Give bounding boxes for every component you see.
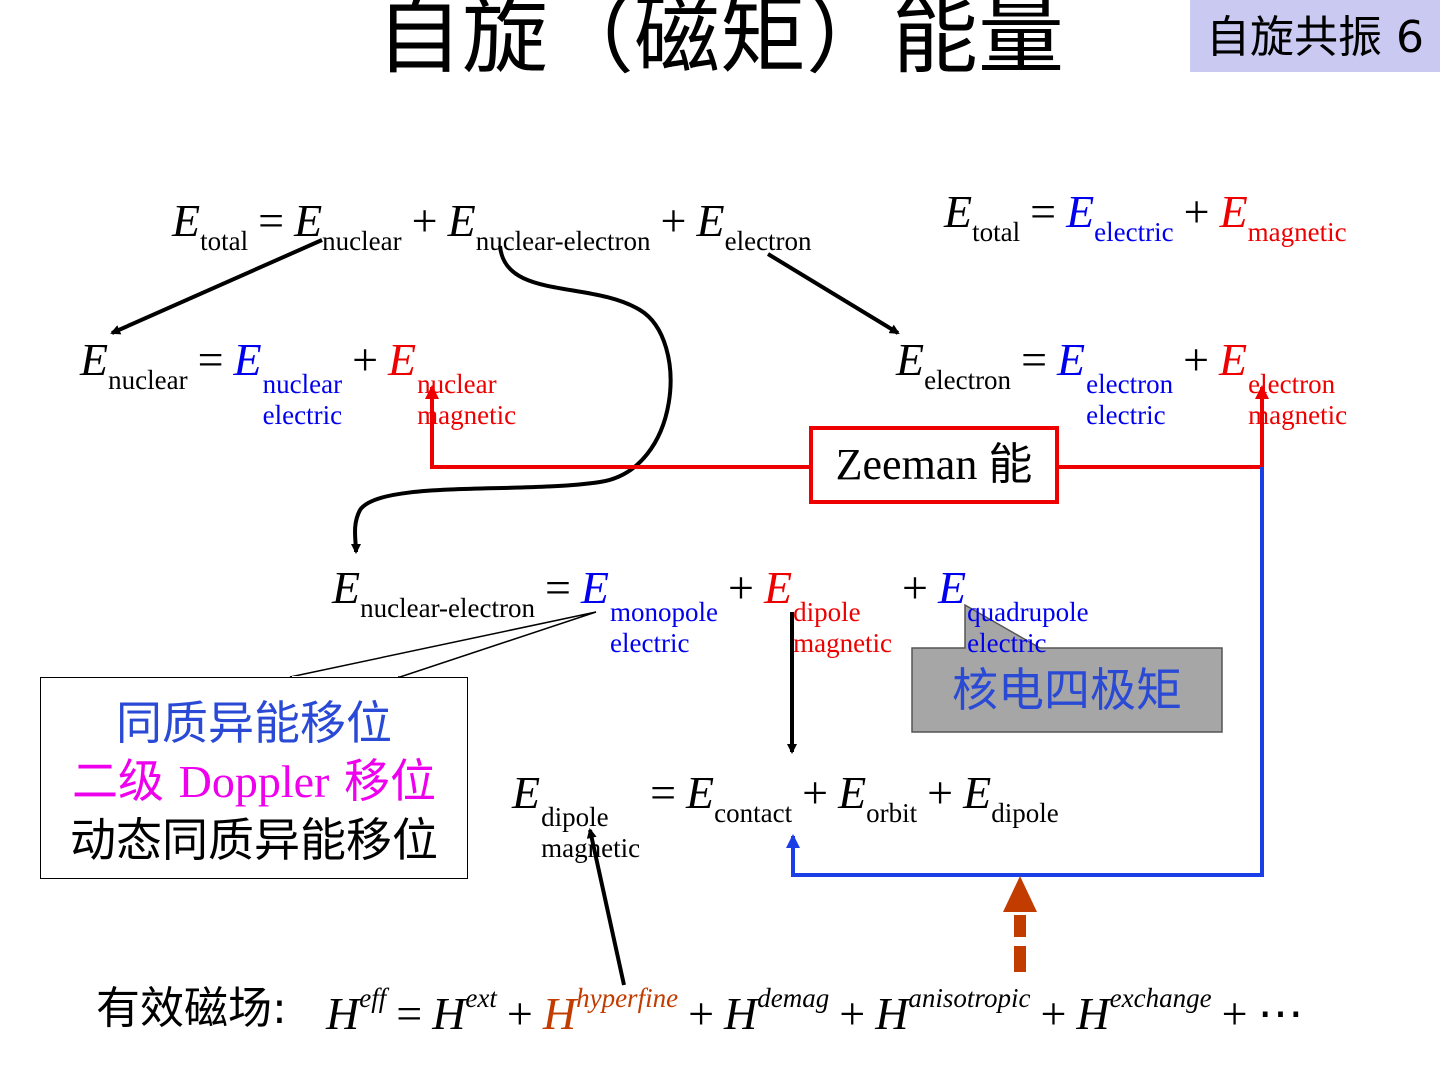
- note-line-doppler: 二级 Doppler 移位: [72, 754, 436, 808]
- isomer-shift-note: 同质异能移位 二级 Doppler 移位 动态同质异能移位: [40, 677, 468, 879]
- eq-total-electric-magnetic: Etotal=Eelectric+Emagnetic: [944, 186, 1347, 247]
- callout-shape: [911, 603, 1223, 733]
- dashed-orange-arrow: [1003, 876, 1037, 972]
- note-line-dynamic-shift: 动态同质异能移位: [70, 813, 438, 867]
- arrow-hyperfine-up: [586, 828, 626, 986]
- arrow-to-nuclear: [110, 238, 323, 335]
- zeeman-energy-box: Zeeman 能: [809, 426, 1059, 504]
- quadrupole-callout: 核电四极矩: [952, 663, 1182, 717]
- blue-feedback-line: [786, 467, 1264, 877]
- eq-effective-field: Heff=Hext+Hhyperfine+Hdemag+Hanisotropic…: [326, 983, 1304, 1039]
- note-line-isomer-shift: 同质异能移位: [116, 696, 392, 750]
- arrow-to-nuclear-electron: [350, 245, 673, 554]
- page-title: 自旋（磁矩）能量: [376, 0, 1064, 86]
- zeeman-line-left: [425, 385, 809, 469]
- arrow-to-electron: [766, 252, 900, 335]
- effective-field-label: 有效磁场:: [96, 983, 287, 1034]
- eq-total-components: Etotal=Enuclear+Enuclear-electron+Eelect…: [172, 195, 812, 256]
- slide-tag: 自旋共振 6: [1190, 0, 1440, 72]
